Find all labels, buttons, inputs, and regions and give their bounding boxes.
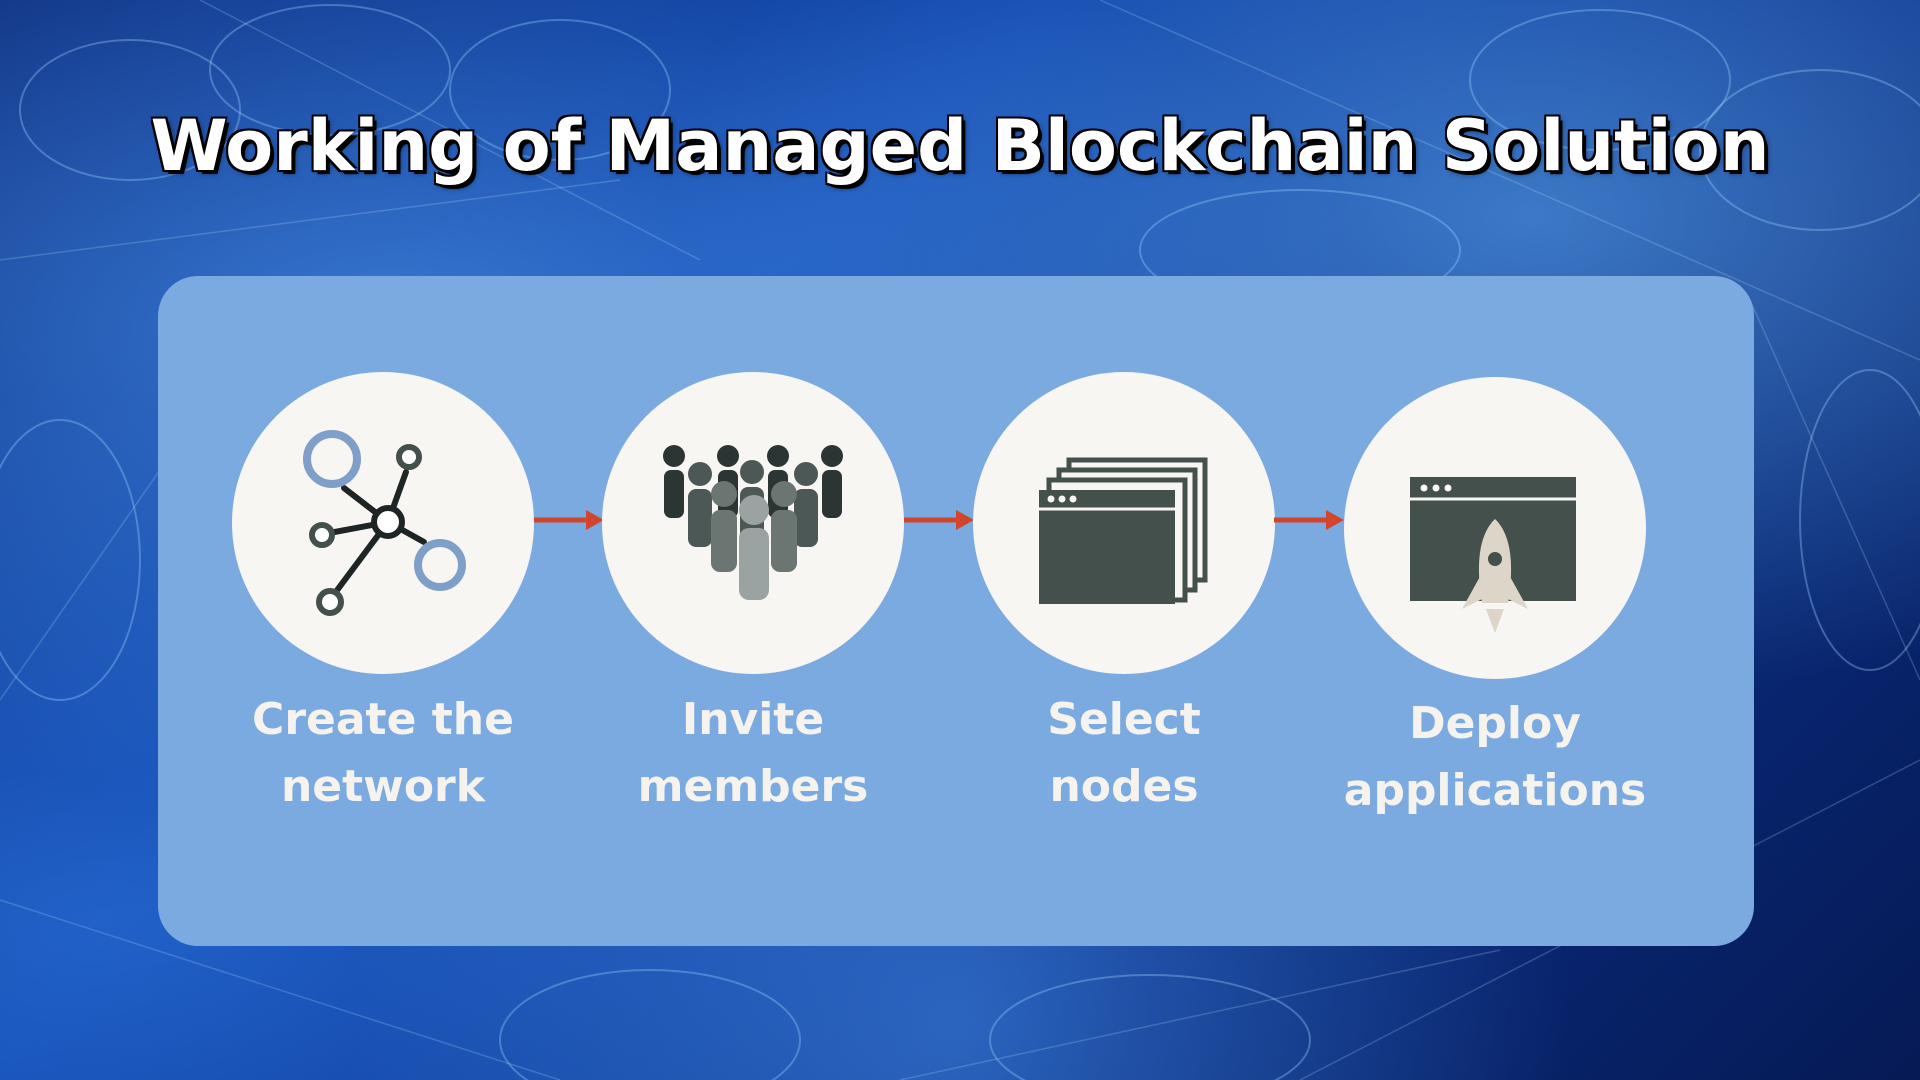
step-1-label: Create the network [213,686,553,820]
arrow-2-icon [904,510,974,530]
step-2-label-line2: members [637,761,869,812]
step-4-label-line1: Deploy [1409,698,1581,749]
arrow-3-icon [1274,510,1344,530]
step-3-label: Select nodes [954,686,1294,820]
stacked-windows-icon [1039,457,1208,604]
network-icon [303,430,466,616]
step-3-label-line1: Select [1047,694,1201,745]
step-1-circle [232,372,534,674]
step-3-circle [973,372,1275,674]
step-2-circle [602,372,904,674]
step-1-label-line2: network [280,761,486,812]
step-2-label: Invite members [583,686,923,820]
step-2-label-line1: Invite [681,694,825,745]
step-1-label-line1: Create the [252,694,514,745]
step-3-label-line2: nodes [1049,761,1199,812]
arrow-1-icon [534,510,604,530]
step-4-label-line2: applications [1343,765,1647,816]
rocket-window-icon [1410,477,1576,633]
page-title: Working of Managed Blockchain Solution [150,105,1770,187]
steps-panel: Create the network [158,276,1754,946]
step-4-label: Deploy applications [1325,690,1665,824]
step-4-circle [1344,377,1646,679]
people-group-icon [663,445,843,600]
